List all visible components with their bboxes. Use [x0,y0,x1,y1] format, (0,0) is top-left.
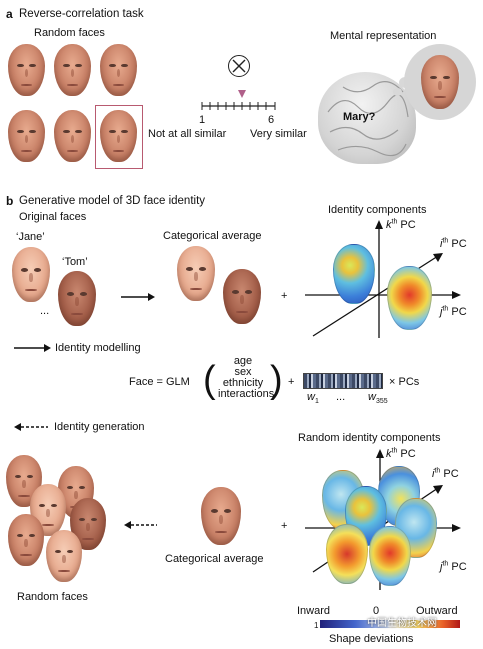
random-face-b-4 [70,498,106,550]
equation-left: Face = GLM [129,376,190,388]
average-face-female [177,246,215,301]
random-face-b-6 [46,530,82,582]
mental-face [421,55,459,109]
random-faces-label-top: Random faces [34,27,105,39]
thought-bubble-small [393,88,402,96]
random-face-3 [100,44,137,96]
panel-b-letter: b [6,194,14,208]
random-face-6 [100,110,137,162]
scale-min-label: Not at all similar [148,128,227,140]
selected-face-frame [95,105,143,169]
axis-j-label: jth PC [440,305,467,318]
axis-k-label-2: kth PC [386,447,416,460]
random-face-b-3 [30,484,66,536]
w-dots: ... [336,391,346,403]
panel-a-title: Reverse-correlation task [19,8,144,20]
face-jane [12,247,50,302]
paren-right: ) [270,359,283,401]
plus-sign-1: + [281,290,288,302]
colorbar-inward-label: Inward [297,605,331,617]
categorical-average-label: Categorical average [163,230,262,242]
random-component-face-6 [369,526,411,586]
random-identity-components-label: Random identity components [298,432,441,444]
identity-modelling-label: Identity modelling [55,342,141,354]
identity-component-face-2 [387,266,432,330]
glm-term-age: age [233,355,253,367]
ellipsis: ... [40,305,50,317]
glm-term-sex: sex [234,366,252,378]
w355-label: w355 [368,391,388,406]
colorbar [320,620,460,628]
face-tom [58,271,96,326]
colorbar-zero-label: 0 [373,605,380,617]
original-faces-label: Original faces [19,211,87,223]
identity-generation-label: Identity generation [54,421,145,433]
w1-label: w1 [307,391,319,406]
brain-question-text: Mary? [343,111,376,123]
glm-term-interactions: interactions [218,388,275,400]
random-faces-label-bottom: Random faces [17,591,88,603]
random-component-face-5 [326,524,368,584]
random-face-b-5 [8,514,44,566]
random-face-5 [54,110,91,162]
identity-component-face-1 [333,244,375,304]
glm-term-ethnicity: ethnicity [222,377,264,389]
colorbar-tick-left: 1 [314,621,319,630]
axis-i-label: ith PC [440,237,467,250]
axis-j-label-2: jth PC [440,560,467,573]
fixation-cross-icon [228,55,250,77]
name-tom: ‘Tom’ [62,256,88,268]
name-jane: ‘Jane’ [16,231,45,243]
random-face-2 [54,44,91,96]
paren-left: ( [203,359,216,401]
average-face-male [223,269,261,324]
plus-sign-eq: + [288,376,295,388]
weights-bar [303,373,383,389]
equation-right: × PCs [389,376,420,388]
scale-max: 6 [268,114,275,126]
scale-min: 1 [199,114,206,126]
colorbar-outward-label: Outward [416,605,458,617]
brain-illustration [318,72,416,164]
scale-max-label: Very similar [250,128,307,140]
axis-k-label: kth PC [386,218,416,231]
panel-a-letter: a [6,7,13,21]
average-face-generation [201,487,241,545]
plus-sign-2: + [281,520,288,532]
categorical-average-label-2: Categorical average [165,553,264,565]
colorbar-caption: Shape deviations [329,633,414,645]
watermark-text: 中国生物技术网 [367,618,437,629]
panel-b-title: Generative model of 3D face identity [19,195,206,207]
mental-representation-label: Mental representation [330,30,437,42]
random-face-1 [8,44,45,96]
identity-components-label: Identity components [328,204,427,216]
random-face-4 [8,110,45,162]
glm-terms: age sex ethnicity interactions [218,355,275,400]
axis-i-label-2: ith PC [432,467,459,480]
